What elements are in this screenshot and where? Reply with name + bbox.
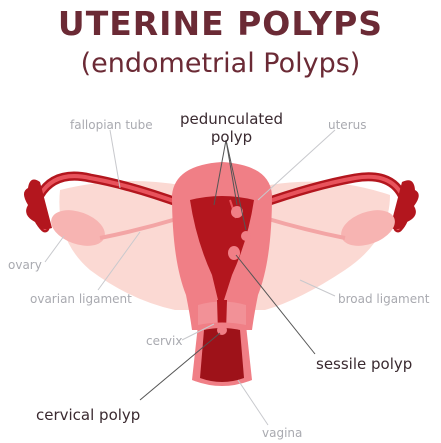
leader-vagina [238,380,268,425]
label-vagina: vagina [262,426,302,440]
label-uterus: uterus [328,118,366,132]
label-fallopian-tube: fallopian tube [70,118,153,132]
pedunculated-polyp-2 [241,231,251,241]
label-broad-ligament: broad ligament [338,292,429,306]
label-cervix: cervix [146,334,182,348]
vaginal-canal [200,328,244,382]
label-sessile-polyp: sessile polyp [316,355,412,373]
label-pedunculated-polyp: pedunculated polyp [180,110,283,146]
label-ovary: ovary [8,258,42,272]
leader-ovary [45,236,64,262]
label-ovarian-ligament: ovarian ligament [30,292,132,306]
label-cervical-polyp: cervical polyp [36,406,140,424]
cervical-polyp [217,325,227,335]
